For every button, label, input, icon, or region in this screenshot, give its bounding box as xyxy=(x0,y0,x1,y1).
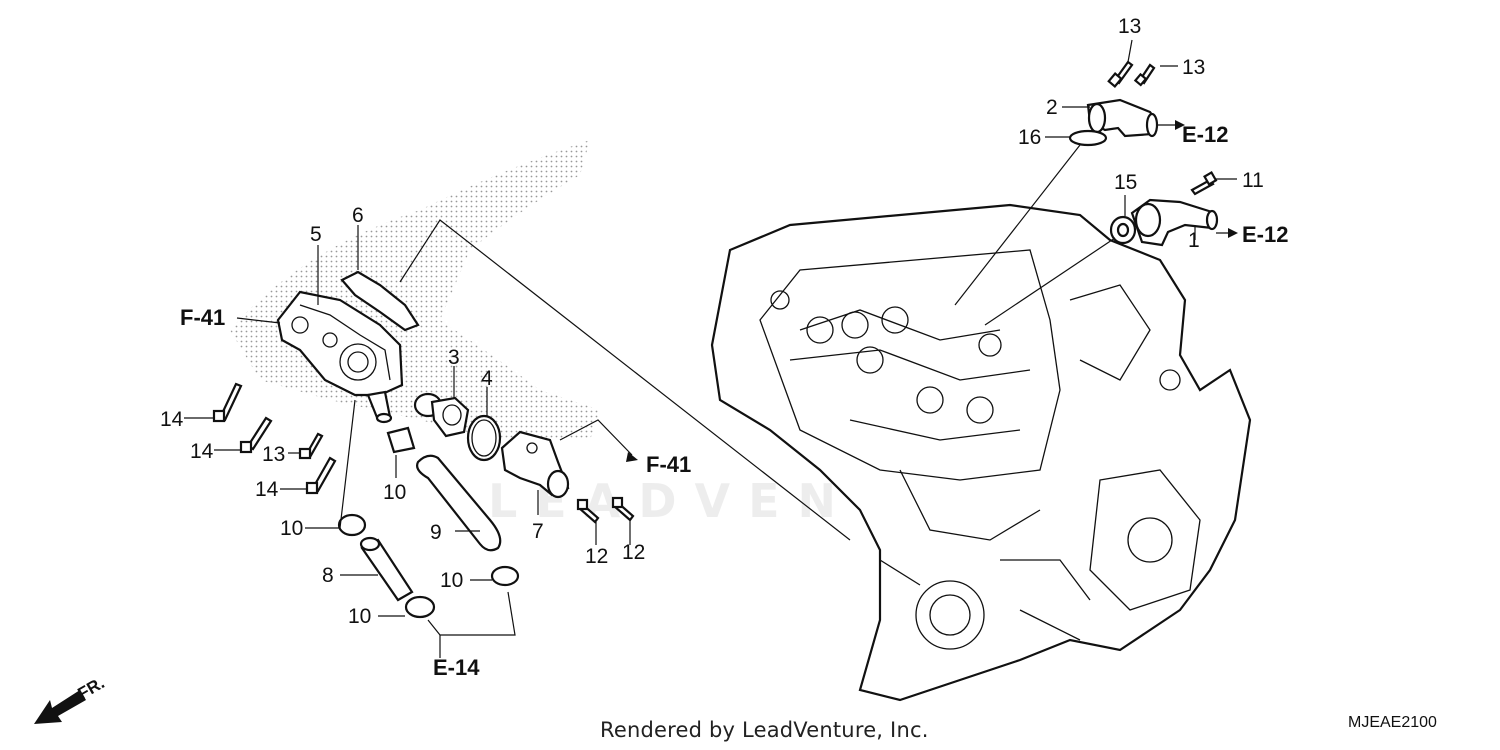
thermostat-housing[interactable] xyxy=(276,290,404,424)
rendered-by-credit: Rendered by LeadVenture, Inc. xyxy=(600,718,929,742)
callout-13-c: 13 xyxy=(262,443,285,466)
callout-14-a: 14 xyxy=(160,408,184,431)
ref-e-12-mid[interactable]: E-12 xyxy=(1242,222,1288,247)
callout-7: 7 xyxy=(532,520,544,543)
bolt-11[interactable] xyxy=(1190,171,1218,196)
hose[interactable] xyxy=(416,454,502,552)
callout-12-a: 12 xyxy=(585,545,608,568)
callout-14-c: 14 xyxy=(255,478,279,501)
water-pipe-upper[interactable] xyxy=(1086,98,1159,138)
callout-10-a: 10 xyxy=(383,481,406,504)
callout-12-b: 12 xyxy=(622,541,645,564)
callout-13-a: 13 xyxy=(1118,15,1141,38)
callout-5: 5 xyxy=(310,223,322,246)
thermostat[interactable] xyxy=(413,392,470,438)
bolts-13-top[interactable] xyxy=(1107,60,1156,88)
shading xyxy=(230,140,600,440)
callout-1: 1 xyxy=(1188,229,1200,252)
water-pipe-lower[interactable] xyxy=(1130,198,1219,247)
leader-lines xyxy=(184,39,1237,658)
callout-15: 15 xyxy=(1114,171,1137,194)
o-ring-thermostat[interactable] xyxy=(466,414,502,462)
front-direction-arrow xyxy=(34,690,86,724)
hose-clamps[interactable] xyxy=(337,426,520,619)
callout-16: 16 xyxy=(1018,126,1041,149)
callout-13-b: 13 xyxy=(1182,56,1205,79)
callout-9: 9 xyxy=(430,521,442,544)
diagram-code: MJEAE2100 xyxy=(1348,714,1437,731)
ref-f-41-left[interactable]: F-41 xyxy=(180,305,225,330)
ref-e-14[interactable]: E-14 xyxy=(433,655,480,680)
ref-e-12-top[interactable]: E-12 xyxy=(1182,122,1228,147)
engine-assembly[interactable] xyxy=(710,203,1252,702)
ref-f-41-right[interactable]: F-41 xyxy=(646,452,691,477)
callout-10-c: 10 xyxy=(440,569,463,592)
callout-10-d: 10 xyxy=(348,605,371,628)
callout-4: 4 xyxy=(481,367,493,390)
o-ring[interactable] xyxy=(1068,129,1108,147)
seal[interactable] xyxy=(1109,215,1137,245)
gasket[interactable] xyxy=(340,270,420,332)
bolts-left[interactable] xyxy=(212,382,337,495)
callout-6: 6 xyxy=(352,204,364,227)
callout-10-b: 10 xyxy=(280,517,303,540)
callout-3: 3 xyxy=(448,346,460,369)
pipe[interactable] xyxy=(359,536,414,602)
bolts-12[interactable] xyxy=(576,496,635,524)
callout-2: 2 xyxy=(1046,96,1058,119)
ref-arrows xyxy=(626,120,1238,462)
callout-14-b: 14 xyxy=(190,440,214,463)
callout-8: 8 xyxy=(322,564,334,587)
callout-11: 11 xyxy=(1242,169,1264,192)
thermostat-cover[interactable] xyxy=(500,430,570,499)
